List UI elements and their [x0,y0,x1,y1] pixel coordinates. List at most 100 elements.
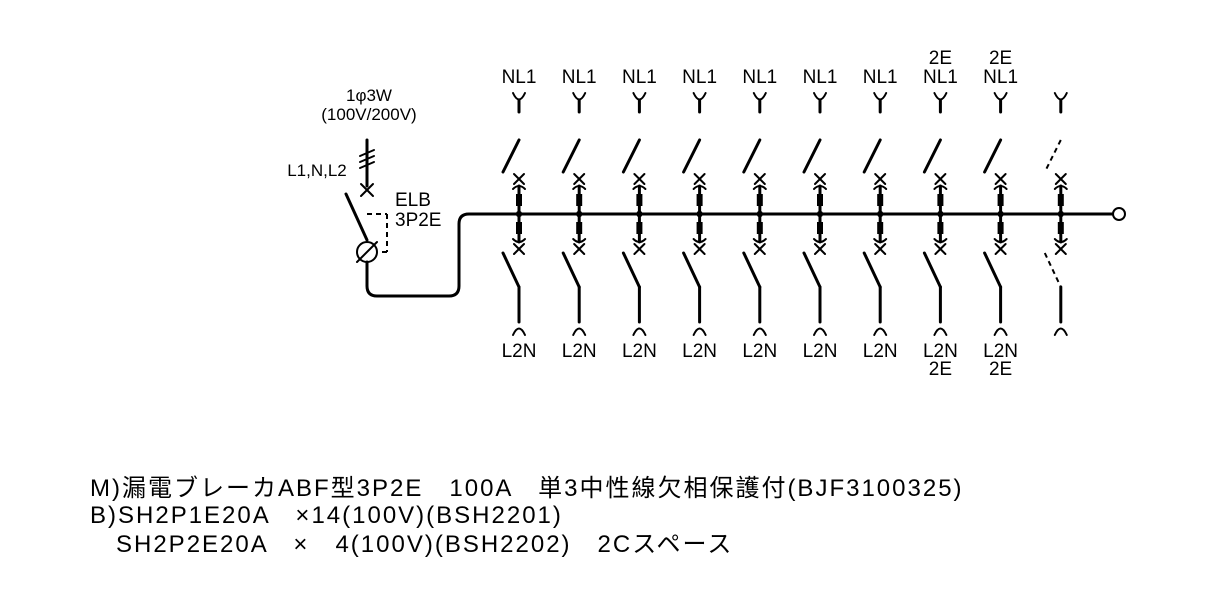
bus-stab-icon [1057,194,1064,206]
bus-stab-icon [756,222,763,234]
bus-connection-dot-icon [515,210,523,218]
branch-bottom-label: L2N [682,341,717,362]
branch-top-label: NL1 [923,67,958,88]
breaker-blade-icon [802,251,822,289]
bus-stab-icon [696,194,703,206]
bus-stab-icon [696,222,703,234]
bus-connection-dot-icon [816,210,824,218]
terminal-icon [813,327,827,336]
terminal-icon [752,327,767,336]
bus-end-terminal-icon [1112,207,1126,221]
breaker-blade-icon [501,251,521,289]
note-main-breaker-line: M)漏電ブレーカABF型3P2E 100A 単3中性線欠相保護付(BJF3100… [90,475,964,502]
bus-stab-icon [937,194,944,206]
incoming-feeder [359,138,375,197]
branch-top-label: NL1 [502,67,537,88]
source-conductors-label: L1,N,L2 [287,161,347,180]
breaker-blade-icon [561,138,581,174]
bus-stab-icon [877,222,884,234]
breaker-blade-icon [682,138,702,174]
breaker-blade-icon [862,251,882,289]
branch-bottom-label: L2N [983,341,1018,362]
breaker-blade-icon [983,138,1003,174]
branch-top-extra-label: 2E [929,48,952,69]
note-branch-breaker-line-2: SH2P2E20A × 4(100V)(BSH2202) 2Cスペース [90,531,733,558]
terminal-icon [632,327,647,336]
bus-stab-icon [636,222,643,234]
bus-connection-dot-icon [937,210,944,218]
branch-bottom-label: L2N [742,341,777,362]
terminal-icon [692,327,707,336]
bus-stab-icon [817,222,823,234]
bus-connection-dot-icon [997,210,1004,218]
breaker-blade-icon [682,251,702,289]
breaker-blade-icon [621,138,641,174]
branch-bottom-extra-label: 2E [929,359,952,380]
breaker-blade-icon [742,251,762,289]
main-breaker-symbol [344,192,1114,298]
bus-connection-dot-icon [756,210,763,218]
bus-connection-dot-icon [1057,210,1065,218]
source-voltage-label: (100V/200V) [321,105,416,124]
note-branch-breaker-line-1: B)SH2P1E20A ×14(100V)(BSH2201) [90,502,563,529]
breaker-blade-icon [501,138,521,174]
branch-bottom-label: L2N [803,341,838,362]
terminal-icon [993,327,1008,336]
branch-top-extra-label: 2E [989,48,1012,69]
terminal-icon [873,327,888,336]
branch-bottom-label: L2N [863,341,898,362]
bus-stab-icon [997,222,1004,234]
branch-circuits: NL1L2NNL1L2NNL1L2NNL1L2NNL1L2NNL1L2NNL1L… [501,48,1068,380]
bus-stab-icon [576,222,583,234]
branch-top-label: NL1 [863,67,898,88]
branch-top-label: NL1 [562,67,597,88]
branch-bottom-label: L2N [562,341,597,362]
breaker-blade-icon [922,251,942,289]
branch-circuit [1043,92,1068,336]
bus-connection-dot-icon [576,210,583,218]
bus-stab-icon [1057,222,1064,234]
branch-bottom-extra-label: 2E [989,359,1012,380]
bus-stab-icon [817,194,823,206]
bus-stab-icon [997,194,1004,206]
bus-stab-icon [516,194,522,206]
branch-bottom-label: L2N [622,341,657,362]
breaker-blade-icon [922,138,942,174]
bus-connection-dot-icon [636,210,643,218]
branch-top-label: NL1 [682,67,717,88]
main-breaker-poles-label: 3P2E [395,210,441,231]
branch-bottom-label: L2N [923,341,958,362]
bus-connection-dot-icon [877,210,884,218]
branch-top-label: NL1 [983,67,1018,88]
terminal-icon [572,327,587,336]
breaker-blade-icon [862,138,882,174]
branch-top-label: NL1 [742,67,777,88]
terminal-icon [512,327,526,336]
breaker-blade-icon [1043,252,1062,288]
breaker-blade-icon [561,251,581,289]
breaker-blade-icon [621,251,641,289]
bus-stab-icon [756,194,763,206]
breaker-blade-icon [802,138,822,174]
source-phase-label: 1φ3W [346,86,392,105]
branch-top-label: NL1 [622,67,657,88]
branch-bottom-label: L2N [502,341,537,362]
main-breaker-label: ELB [395,190,431,211]
breaker-blade-icon [1043,139,1062,173]
branch-top-label: NL1 [803,67,838,88]
bus-stab-icon [877,194,884,206]
bus-connection-dot-icon [696,210,703,218]
bus-stab-icon [516,222,522,234]
terminal-icon [1053,327,1068,336]
bus-stab-icon [937,222,944,234]
